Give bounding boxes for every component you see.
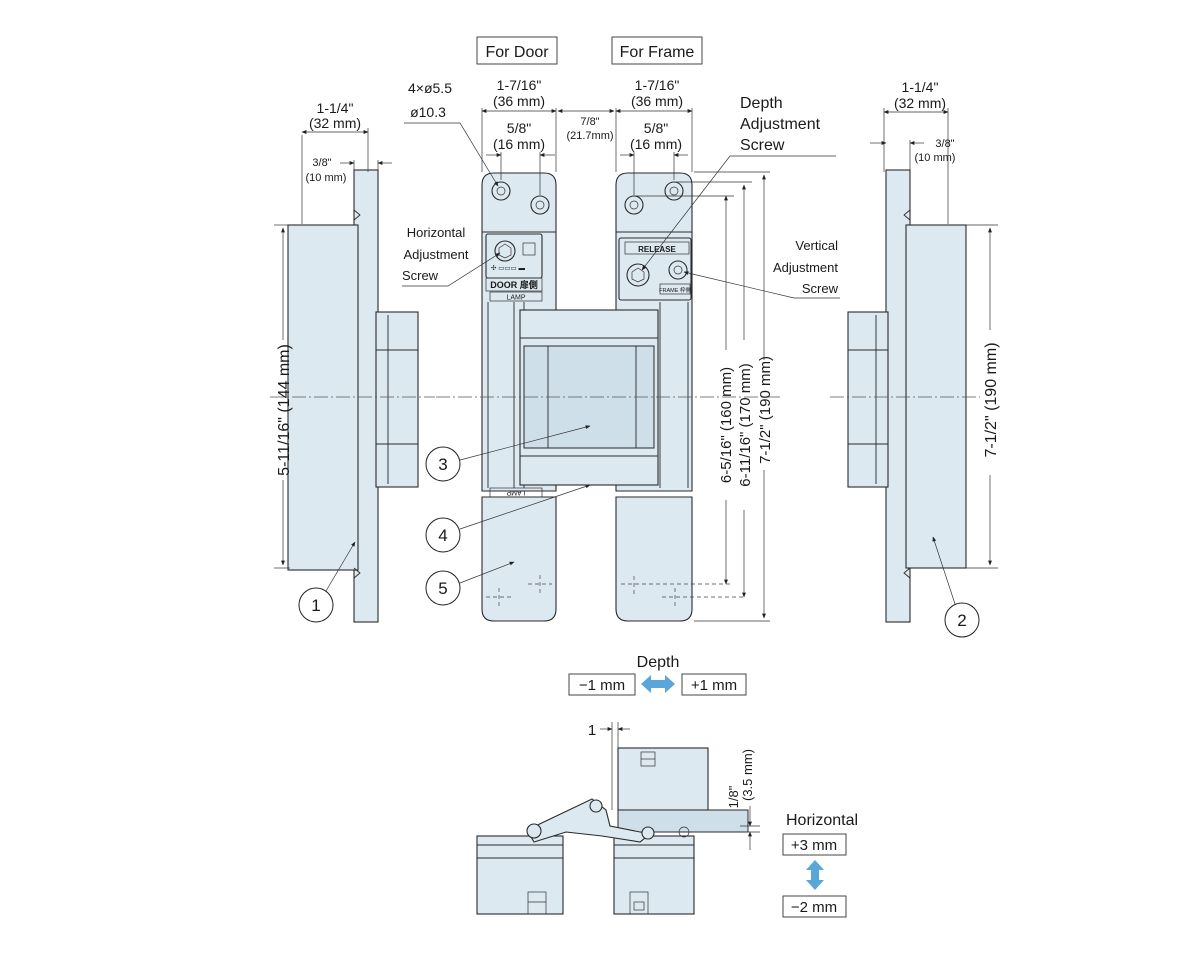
- door-bottom-plate: [481, 496, 557, 622]
- svg-text:−2 mm: −2 mm: [791, 899, 837, 916]
- svg-text:4×ø5.5: 4×ø5.5: [408, 80, 452, 96]
- svg-text:Adjustment: Adjustment: [773, 260, 838, 275]
- svg-text:5/8": 5/8": [644, 120, 668, 136]
- svg-text:Screw: Screw: [802, 281, 839, 296]
- part-callout-1: 1: [298, 541, 356, 623]
- svg-text:(36 mm): (36 mm): [493, 93, 545, 109]
- svg-text:5: 5: [438, 579, 447, 598]
- svg-text:1-1/4": 1-1/4": [317, 100, 354, 116]
- header-for-frame: For Frame: [611, 36, 703, 65]
- svg-text:1-1/4": 1-1/4": [902, 79, 939, 95]
- svg-text:Screw: Screw: [740, 137, 785, 154]
- svg-text:(16 mm): (16 mm): [630, 136, 682, 152]
- svg-text:FRAME 枠側: FRAME 枠側: [659, 286, 691, 294]
- svg-text:(21.7mm): (21.7mm): [566, 130, 613, 142]
- part-callout-2: 2: [932, 536, 980, 638]
- double-arrow-vertical-icon: [806, 860, 824, 890]
- svg-text:+3 mm: +3 mm: [791, 837, 837, 854]
- svg-text:LAMP: LAMP: [506, 295, 525, 302]
- svg-text:6-5/16" (160 mm): 6-5/16" (160 mm): [718, 367, 735, 483]
- svg-text:RELEASE: RELEASE: [638, 245, 676, 254]
- svg-text:1: 1: [311, 596, 320, 615]
- svg-text:(3.5 mm): (3.5 mm): [740, 749, 755, 801]
- svg-text:For Frame: For Frame: [620, 44, 695, 61]
- depth-adjust-legend: Depth −1 mm +1 mm: [568, 654, 747, 696]
- svg-text:4: 4: [438, 526, 447, 545]
- left-height-label: 5-11/16" (144 mm): [276, 344, 293, 476]
- part-callout-4: 4: [425, 484, 591, 553]
- svg-text:7/8": 7/8": [580, 116, 599, 128]
- svg-text:ø10.3: ø10.3: [410, 104, 446, 120]
- svg-text:(10 mm): (10 mm): [306, 172, 347, 184]
- svg-text:(32 mm): (32 mm): [894, 95, 946, 111]
- horizontal-adjust-diagram: 1 1/8" (3.5 mm): [476, 722, 760, 915]
- part-callout-5: 5: [425, 561, 515, 606]
- svg-text:1: 1: [588, 722, 596, 739]
- svg-text:✣ ▭▭▭ ▬: ✣ ▭▭▭ ▬: [491, 265, 525, 272]
- svg-text:1/8": 1/8": [726, 785, 741, 808]
- svg-text:Adjustment: Adjustment: [740, 116, 821, 133]
- svg-text:Depth: Depth: [637, 654, 680, 671]
- svg-text:Screw: Screw: [402, 268, 439, 283]
- svg-text:For Door: For Door: [485, 44, 549, 61]
- left-side-view: [287, 169, 419, 623]
- svg-text:LAMP: LAMP: [506, 489, 525, 496]
- part-callout-3: 3: [425, 425, 591, 482]
- svg-text:(16 mm): (16 mm): [493, 136, 545, 152]
- svg-text:DOOR 扉側: DOOR 扉側: [490, 279, 538, 290]
- svg-text:(36 mm): (36 mm): [631, 93, 683, 109]
- svg-text:Vertical: Vertical: [795, 238, 838, 253]
- svg-text:2: 2: [957, 611, 966, 630]
- svg-text:+1 mm: +1 mm: [691, 677, 737, 694]
- center-arm: [519, 309, 659, 486]
- svg-text:3/8": 3/8": [312, 157, 331, 169]
- svg-text:−1 mm: −1 mm: [579, 677, 625, 694]
- frame-bottom-plate: [615, 496, 745, 622]
- svg-text:5/8": 5/8": [507, 120, 531, 136]
- double-arrow-horizontal-icon: [641, 675, 675, 693]
- svg-text:Depth: Depth: [740, 95, 783, 112]
- svg-text:3/8": 3/8": [935, 138, 954, 150]
- header-for-door: For Door: [476, 36, 558, 65]
- svg-text:7-1/2" (190 mm): 7-1/2" (190 mm): [983, 342, 1000, 457]
- svg-text:6-11/16" (170 mm): 6-11/16" (170 mm): [737, 363, 754, 486]
- svg-text:Horizontal: Horizontal: [786, 812, 858, 829]
- svg-text:3: 3: [438, 455, 447, 474]
- svg-text:Horizontal: Horizontal: [407, 225, 466, 240]
- right-side-view: [847, 169, 967, 623]
- svg-text:1-7/16": 1-7/16": [635, 77, 680, 93]
- svg-text:(32 mm): (32 mm): [309, 115, 361, 131]
- svg-text:1-7/16": 1-7/16": [497, 77, 542, 93]
- svg-text:Adjustment: Adjustment: [403, 247, 468, 262]
- svg-text:(10 mm): (10 mm): [915, 152, 956, 164]
- horizontal-adjust-legend: Horizontal +3 mm −2 mm: [782, 812, 858, 918]
- svg-text:7-1/2" (190 mm): 7-1/2" (190 mm): [757, 356, 774, 464]
